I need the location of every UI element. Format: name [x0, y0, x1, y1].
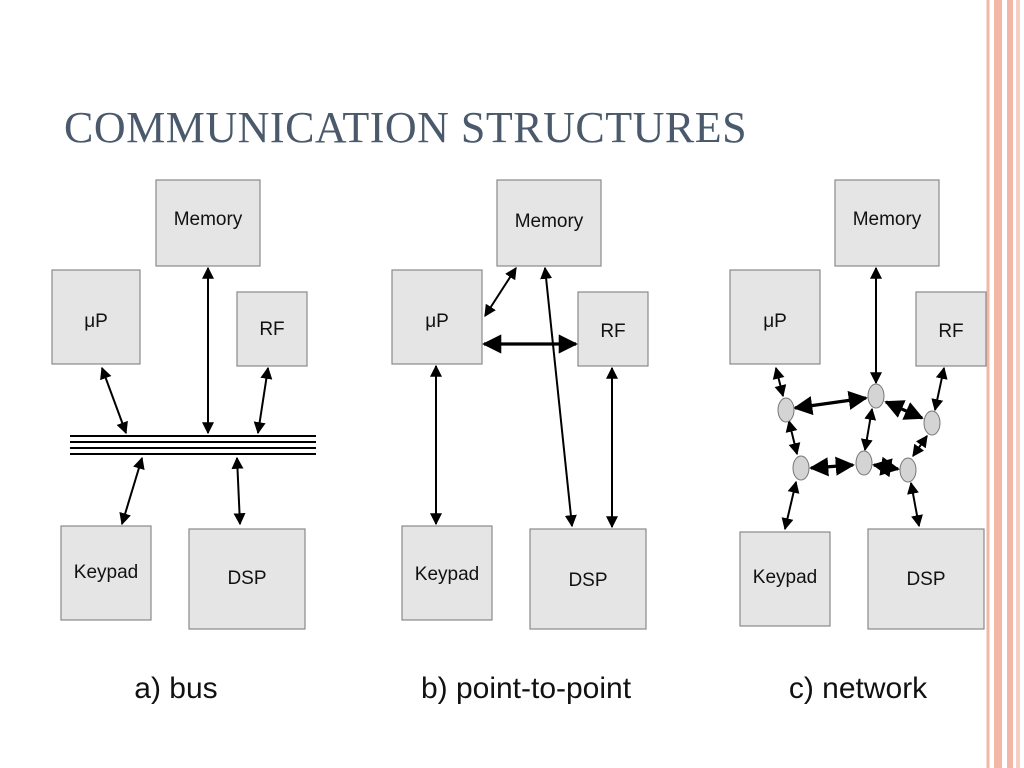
p2p-keypad-label: Keypad: [415, 564, 479, 585]
net-router-node: [855, 450, 873, 476]
network-diagram: Memory μP RF Keypad DSP: [729, 179, 987, 705]
net-memory-block: [834, 179, 940, 267]
net-link-b-e: [860, 407, 877, 452]
net-dsp-link: [907, 481, 923, 528]
point-to-point-diagram: Memory μP RF Keypad DSP b) point-to-poin…: [391, 179, 649, 705]
net-router-node: [792, 455, 810, 481]
slide-title: COMMUNICATION STRUCTURES: [64, 103, 748, 152]
bus-memory-block: [155, 179, 261, 267]
net-rf-link: [931, 366, 948, 412]
p2p-up-block: [391, 269, 483, 365]
bus-dsp-block: [188, 528, 306, 630]
net-router-node: [867, 383, 885, 409]
bus-dsp-arrow: [231, 456, 246, 526]
p2p-memory-up-arrow: [484, 266, 517, 318]
bus-up-arrow: [100, 366, 128, 435]
bus-rf-block: [236, 291, 308, 367]
net-keypad-block: [739, 531, 831, 627]
p2p-memory-block: [496, 179, 602, 267]
bus-keypad-block: [60, 525, 152, 621]
bus-rf-arrow: [253, 366, 273, 435]
p2p-dsp-label: DSP: [568, 570, 607, 591]
net-up-label: μP: [763, 311, 787, 332]
net-link-b-c: [884, 400, 924, 420]
caption-bus: a) bus: [134, 672, 217, 705]
p2p-dsp-block: [529, 528, 647, 630]
bus-rf-label: RF: [259, 319, 284, 340]
net-rf-label: RF: [938, 321, 963, 342]
net-router-node: [923, 410, 941, 436]
caption-point-to-point: b) point-to-point: [421, 672, 632, 705]
net-link-c-f: [912, 435, 928, 457]
net-up-link: [772, 366, 787, 398]
slide-border-decoration: [986, 0, 1020, 768]
p2p-memory-label: Memory: [515, 211, 584, 232]
bus-up-block: [51, 269, 141, 365]
net-keypad-label: Keypad: [753, 567, 817, 588]
bus-lines: [70, 435, 316, 455]
bus-diagram: Memory μP RF Keypad DSP a) bus: [51, 179, 316, 705]
net-link-a-b: [793, 390, 868, 416]
net-link-d-e: [809, 456, 855, 477]
net-dsp-label: DSP: [906, 569, 945, 590]
p2p-keypad-block: [401, 525, 493, 621]
net-link-a-d: [785, 419, 801, 456]
p2p-memory-dsp-arrow: [540, 266, 577, 528]
net-memory-label: Memory: [853, 209, 922, 230]
p2p-rf-label: RF: [600, 321, 625, 342]
caption-network: c) network: [789, 672, 928, 705]
p2p-rf-block: [577, 291, 649, 367]
net-keypad-link: [781, 480, 800, 531]
bus-memory-label: Memory: [174, 209, 243, 230]
bus-dsp-label: DSP: [227, 568, 266, 589]
bus-keypad-arrow: [119, 456, 145, 526]
p2p-up-label: μP: [425, 311, 449, 332]
net-rf-block: [915, 291, 987, 367]
net-dsp-block: [867, 528, 985, 630]
net-router-node: [899, 457, 917, 483]
net-up-block: [729, 269, 821, 365]
net-router-node: [777, 397, 795, 423]
net-link-e-f: [872, 456, 900, 478]
bus-keypad-label: Keypad: [74, 562, 138, 583]
bus-up-label: μP: [84, 311, 108, 332]
